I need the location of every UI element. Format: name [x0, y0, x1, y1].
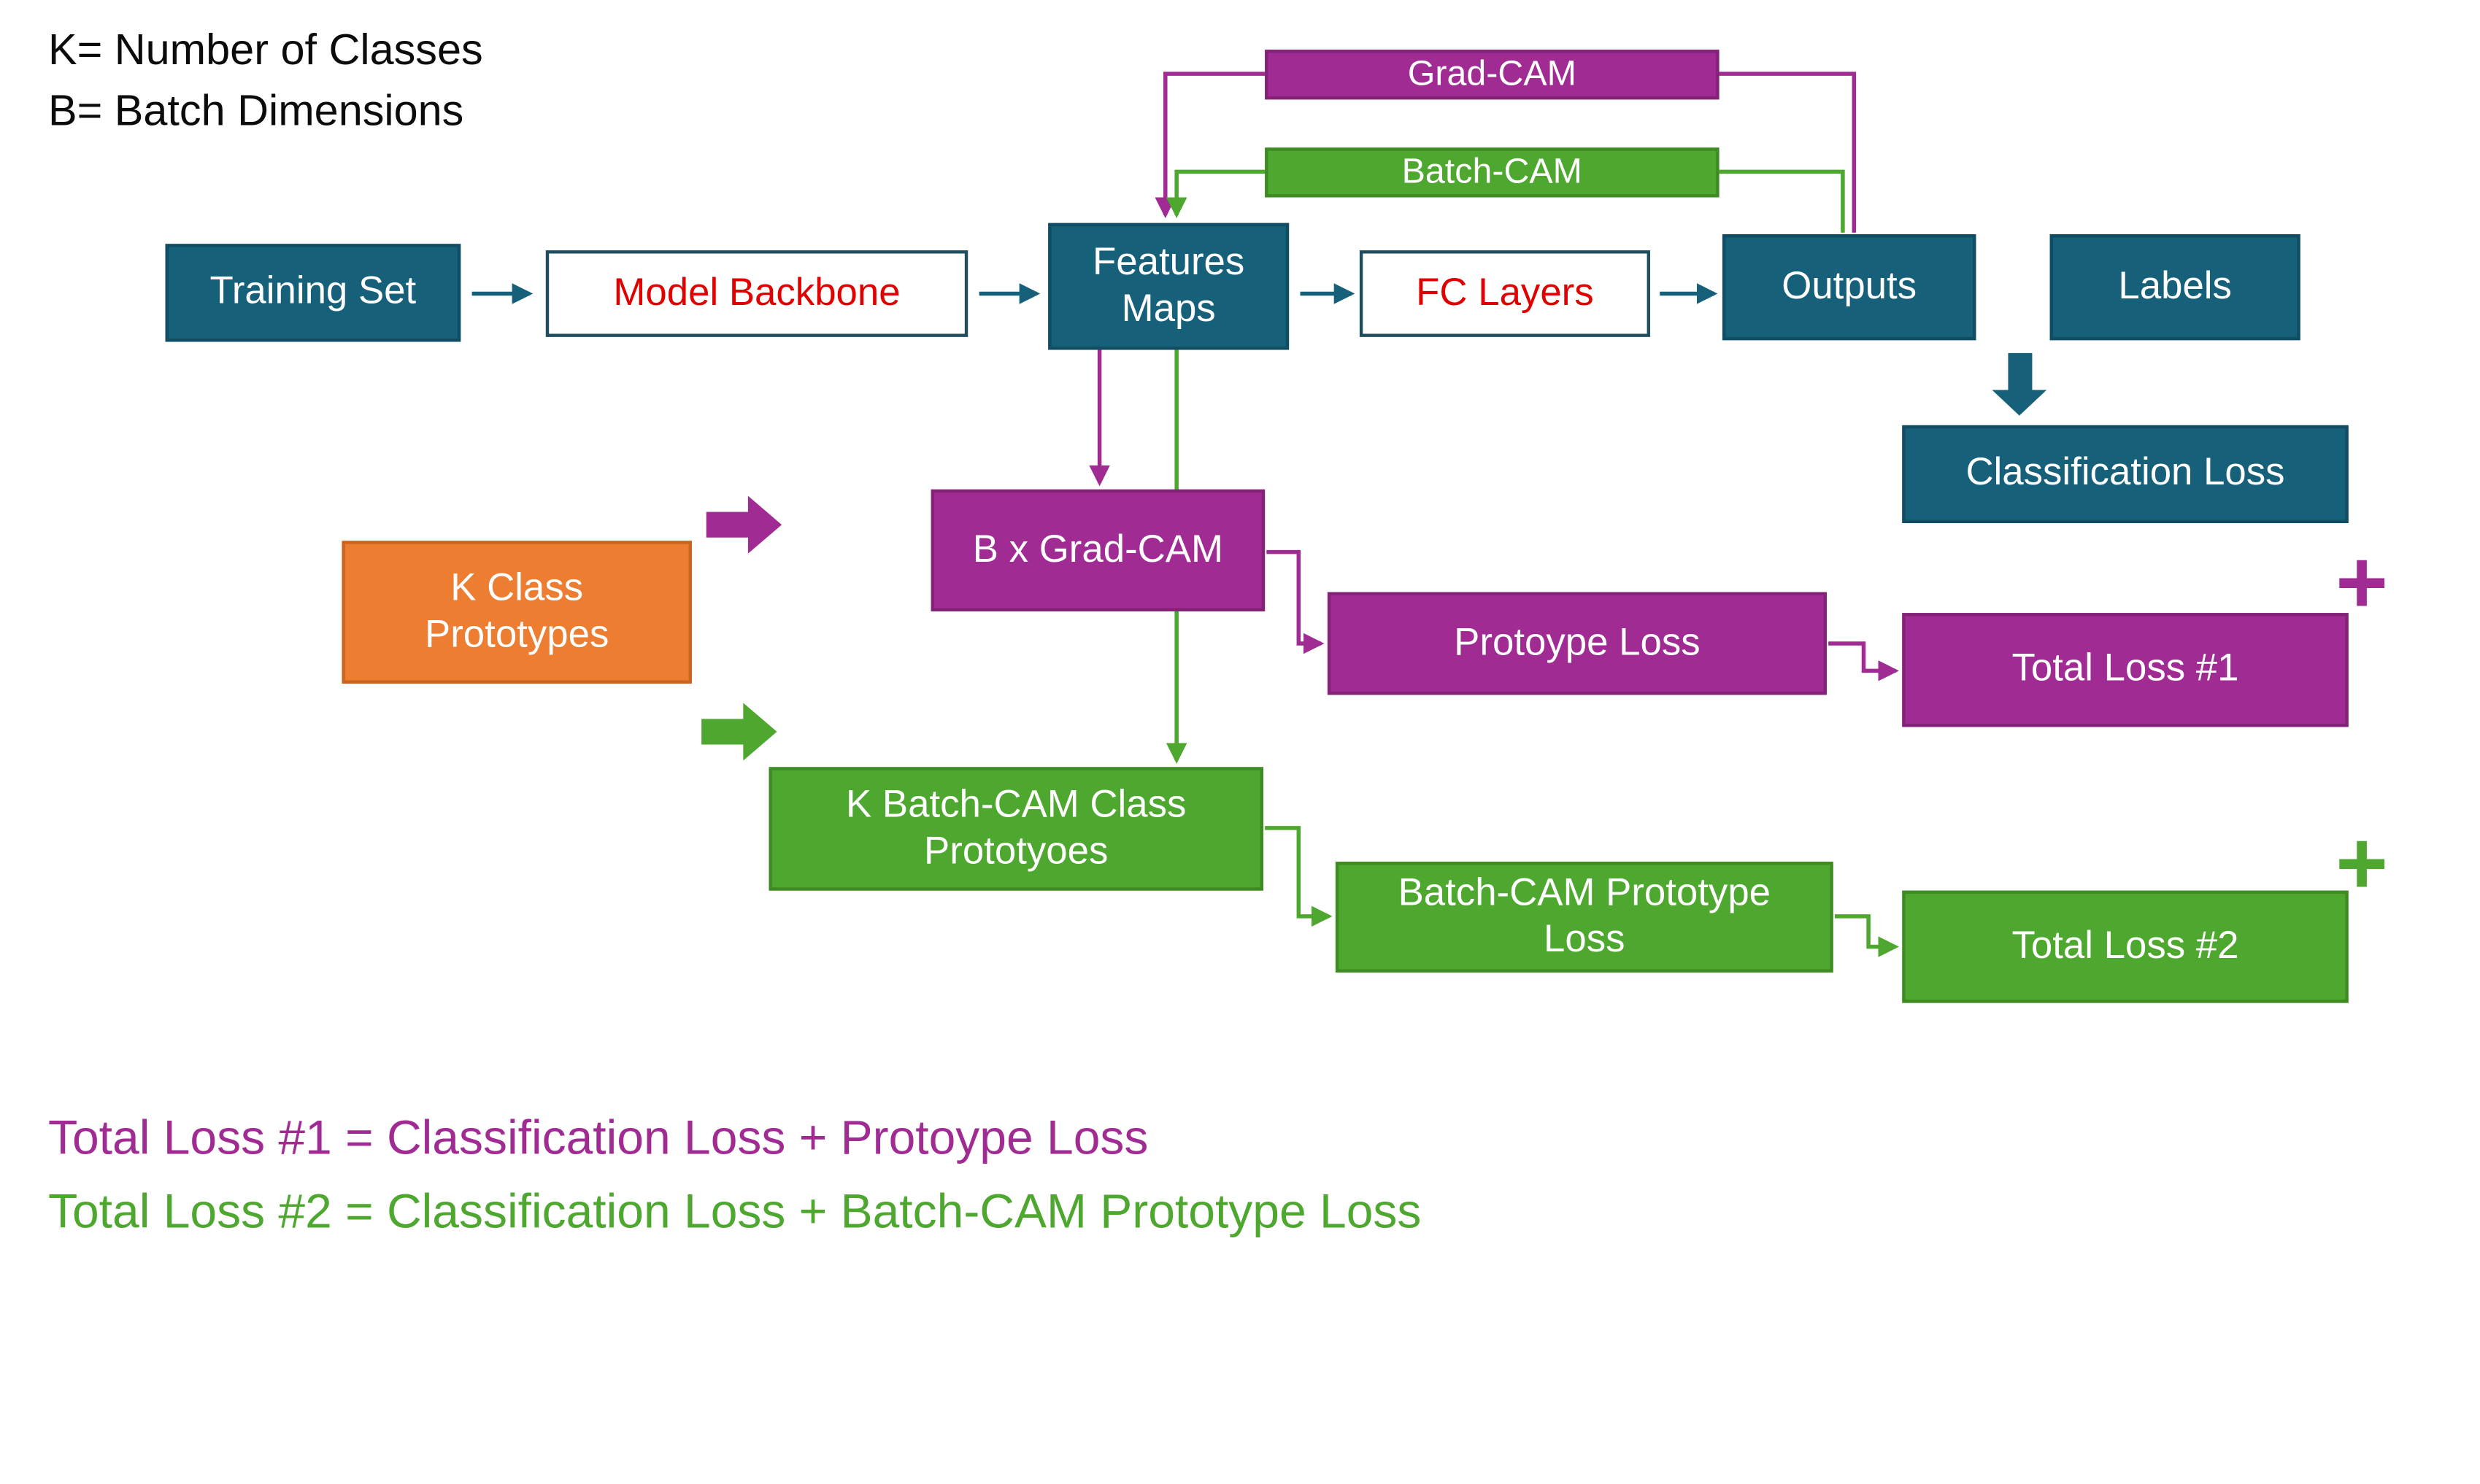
node-k-batch-cam-class-prototypes-label: K Batch-CAM Class Prototyoes — [846, 782, 1187, 873]
plus-magenta-icon: + — [2335, 531, 2389, 633]
outputs-to-gradcam-connector-icon — [1719, 72, 1857, 233]
bxgradcam-to-protoloss-elbow-icon — [1266, 549, 1325, 654]
node-model-backbone-label: Model Backbone — [613, 270, 901, 314]
block-arrow-right-green-icon — [701, 703, 777, 761]
node-outputs-label: Outputs — [1782, 264, 1917, 308]
legend: K= Number of Classes B= Batch Dimensions — [48, 19, 483, 141]
block-arrow-right-magenta-icon — [706, 495, 782, 554]
batchcam-to-features-connector-icon — [1166, 169, 1266, 219]
node-prototype-loss: Protoype Loss — [1327, 592, 1827, 695]
node-classification-loss: Classification Loss — [1902, 425, 2349, 524]
node-k-class-prototypes-label: K Class Prototypes — [425, 565, 609, 656]
equation-total-loss-2: Total Loss #2 = Classification Loss + Ba… — [47, 1186, 1422, 1239]
node-total-loss-1-label: Total Loss #1 — [2011, 646, 2239, 690]
node-labels: Labels — [2049, 234, 2300, 341]
node-k-class-prototypes: K Class Prototypes — [342, 541, 692, 684]
node-grad-cam-label: Grad-CAM — [1407, 53, 1576, 94]
node-fc-layers: FC Layers — [1359, 250, 1650, 337]
node-batch-cam: Batch-CAM — [1265, 147, 1720, 198]
node-total-loss-2-label: Total Loss #2 — [2011, 923, 2239, 967]
kbatchcam-to-bcprotoloss-elbow-icon — [1265, 826, 1333, 927]
node-training-set: Training Set — [165, 244, 461, 342]
node-model-backbone: Model Backbone — [545, 250, 968, 337]
node-batch-cam-prototype-loss-label: Batch-CAM Prototype Loss — [1398, 870, 1771, 961]
node-classification-loss-label: Classification Loss — [1965, 451, 2285, 495]
node-outputs: Outputs — [1722, 234, 1976, 341]
node-training-set-label: Training Set — [209, 269, 417, 314]
node-batch-cam-label: Batch-CAM — [1401, 151, 1583, 192]
node-b-x-grad-cam: B x Grad-CAM — [931, 489, 1266, 611]
equation-total-loss-1: Total Loss #1 = Classification Loss + Pr… — [47, 1112, 1149, 1165]
gradcam-to-features-connector-icon — [1155, 72, 1266, 219]
node-fc-layers-label: FC Layers — [1416, 270, 1594, 314]
bcprotoloss-to-totalloss2-elbow-icon — [1834, 914, 1899, 957]
protoloss-to-totalloss1-elbow-icon — [1828, 641, 1899, 681]
node-grad-cam: Grad-CAM — [1265, 50, 1720, 100]
node-total-loss-1: Total Loss #1 — [1902, 613, 2349, 727]
plus-green-icon: + — [2335, 811, 2389, 913]
node-prototype-loss-label: Protoype Loss — [1454, 620, 1701, 664]
node-labels-label: Labels — [2118, 264, 2232, 308]
node-b-x-grad-cam-label: B x Grad-CAM — [972, 527, 1223, 571]
outputs-to-batchcam-connector-icon — [1719, 169, 1845, 233]
node-batch-cam-prototype-loss: Batch-CAM Prototype Loss — [1335, 862, 1833, 973]
node-features-maps-label: Features Maps — [1093, 240, 1245, 330]
legend-line-k: K= Number of Classes — [47, 26, 483, 74]
node-k-batch-cam-class-prototypes: K Batch-CAM Class Prototyoes — [769, 767, 1263, 891]
block-arrow-down-teal-icon — [1992, 352, 2047, 416]
legend-line-b: B= Batch Dimensions — [47, 86, 464, 135]
node-total-loss-2: Total Loss #2 — [1902, 890, 2349, 1003]
node-features-maps: Features Maps — [1048, 223, 1290, 350]
